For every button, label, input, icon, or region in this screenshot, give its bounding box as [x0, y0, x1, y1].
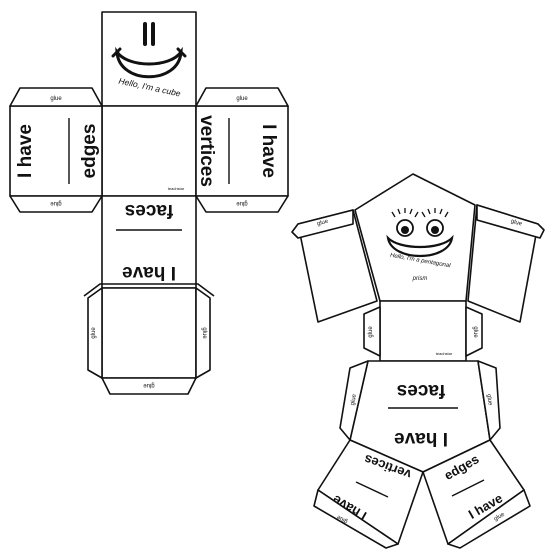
prism-vertices-tab [313, 489, 399, 549]
prism-eyes [391, 208, 449, 237]
cube-tab-label: glue [143, 382, 155, 388]
cube-brand: teachstar [168, 186, 185, 191]
cube-right-prefix: I have [258, 124, 279, 178]
prism-center-left-tab [363, 306, 381, 357]
cube-left-bottom-tab [9, 195, 103, 213]
prism-lower-right-tab [477, 360, 501, 441]
cube-tab-label: glue [50, 96, 62, 102]
prism-tab-label: glue [336, 513, 349, 524]
prism-greeting-line2: prism [412, 276, 428, 282]
cube-bottom-right-tab [195, 287, 211, 379]
prism-left-wing-tab [291, 209, 354, 239]
cube-middle-prefix: I have [122, 262, 176, 283]
prism-tab-label: glue [510, 219, 523, 228]
prism-smile [386, 234, 454, 257]
cube-tab-label: glue [201, 327, 207, 339]
cube-smile [115, 46, 183, 79]
cube-tab-label: glue [236, 96, 248, 102]
prism-net: Hello, I'm a pentagonal prism glue glue … [291, 173, 545, 549]
prism-faces-prefix: I have [394, 428, 448, 449]
cube-tab-label: glue [91, 327, 97, 339]
prism-lower-left-tab [339, 360, 369, 441]
cube-middle-word: faces [125, 200, 174, 221]
cube-right-top-tab [195, 87, 289, 107]
cube-lower-face [101, 195, 197, 289]
prism-brand: teachstar [436, 351, 453, 356]
cube-smile-face [111, 22, 187, 79]
prism-center-right-tab [465, 306, 483, 357]
cube-bottom-left-tab [87, 287, 103, 379]
cube-left-prefix: I have [15, 124, 36, 178]
cube-net: Hello, I'm a cube teachstar I have edges… [9, 11, 289, 395]
cube-right-word: vertices [196, 115, 217, 187]
cube-right-face [195, 105, 289, 197]
cube-left-word: edges [79, 124, 100, 179]
prism-tab-label: glue [316, 218, 329, 227]
cube-tab-label: glue [50, 200, 62, 206]
cube-left-top-tab [9, 87, 103, 107]
cube-front-face [101, 105, 197, 197]
cube-left-face [9, 105, 103, 197]
prism-edges-tab [447, 489, 531, 549]
prism-center-face [379, 300, 467, 362]
prism-tab-label: glue [485, 394, 493, 407]
prism-right-wing-tab [476, 204, 545, 239]
cube-right-bottom-tab [195, 195, 289, 213]
prism-faces-word: faces [397, 380, 446, 401]
cube-bottom-face [101, 287, 197, 379]
prism-tab-label: glue [472, 326, 478, 338]
cube-bottom-tab [101, 377, 197, 395]
cube-tab-label: glue [236, 200, 248, 206]
prism-tab-label: glue [350, 393, 358, 406]
prism-tab-label: glue [493, 511, 506, 522]
prism-tab-label: glue [368, 326, 374, 338]
